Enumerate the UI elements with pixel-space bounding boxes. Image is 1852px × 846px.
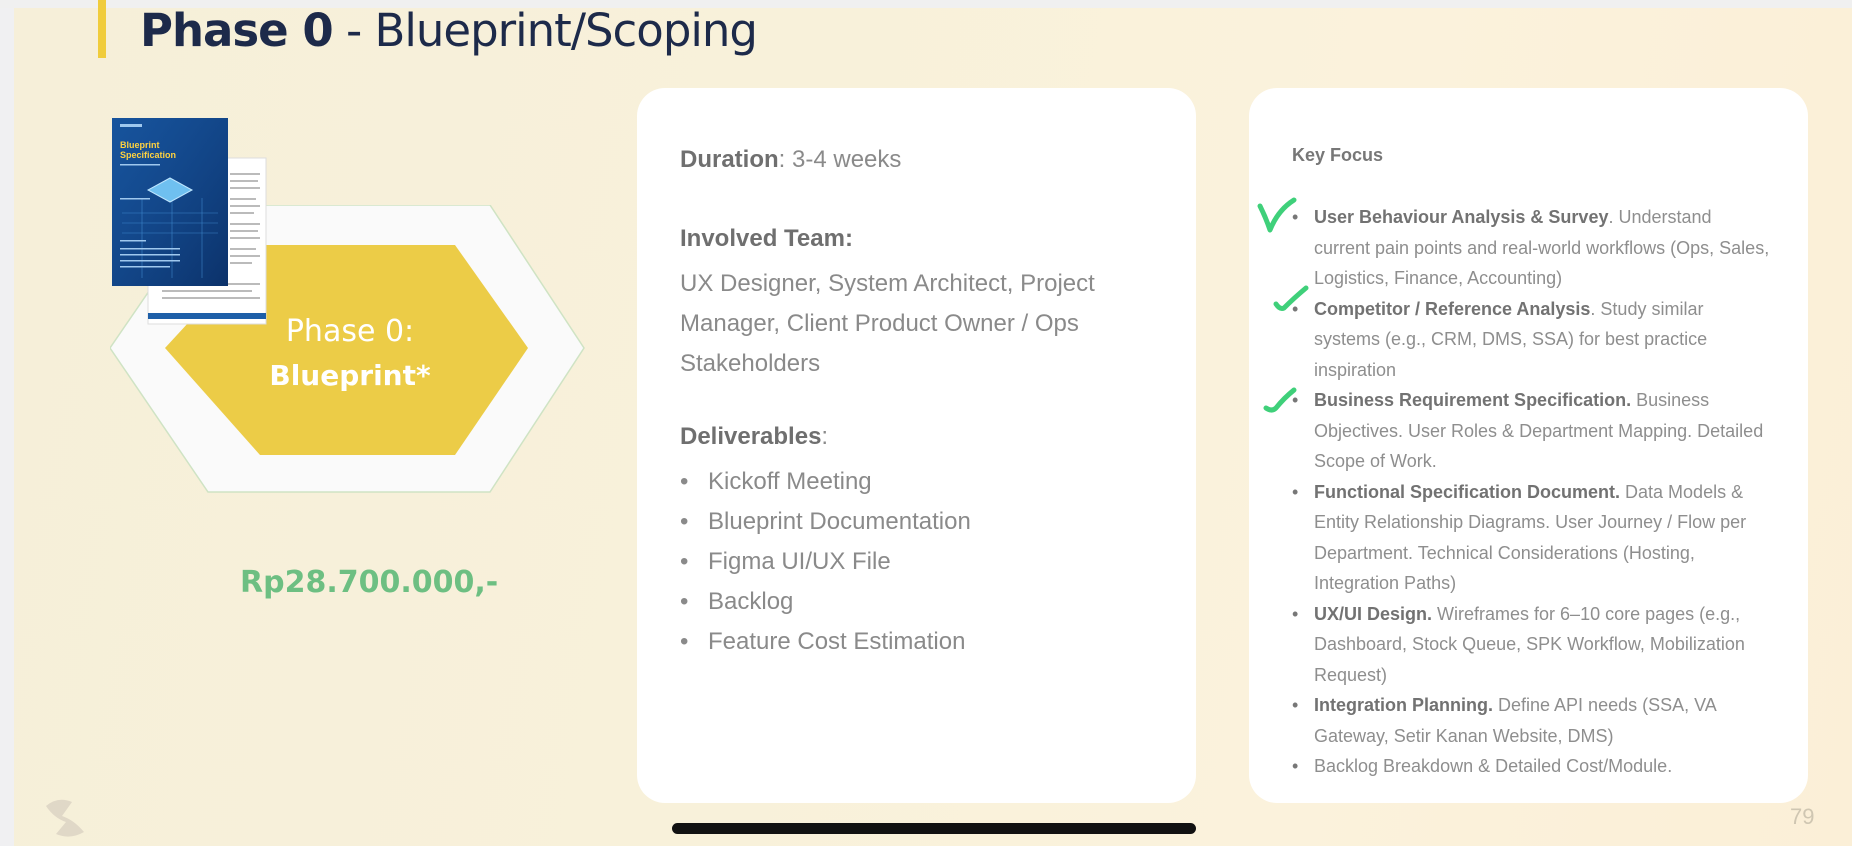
price-label: Rp28.700.000,- xyxy=(240,565,499,600)
focus-item-text: Data Models & Entity Relationship Diagra… xyxy=(1314,481,1747,594)
bullet-icon: • xyxy=(680,508,689,535)
focus-item-heading: Business Requirement Specification. xyxy=(1314,390,1632,410)
list-item: • Blueprint Documentation xyxy=(680,502,971,542)
focus-item-text: Business Objectives. User Roles & Depart… xyxy=(1314,390,1764,471)
duration-text: Duration: 3-4 weeks xyxy=(680,146,901,174)
hexagon-label-line2: Blueprint* xyxy=(269,359,431,392)
brand-logo-icon xyxy=(46,799,84,837)
bullet-icon: • xyxy=(1292,481,1299,502)
deliverable-text: Blueprint Documentation xyxy=(708,508,971,535)
hexagon-label-line1: Phase 0: xyxy=(285,314,415,349)
list-item: • Kickoff Meeting xyxy=(680,462,971,502)
checkmark-icon xyxy=(1263,387,1297,413)
bullet-icon: • xyxy=(1292,756,1299,776)
deliverables-colon: : xyxy=(821,423,829,450)
focus-item-heading: User Behaviour Analysis & Survey xyxy=(1314,207,1609,227)
focus-item-text: Define API needs (SSA, VA Gateway, Setir… xyxy=(1314,695,1716,746)
svg-text:Specification: Specification xyxy=(120,150,176,160)
bullet-icon: • xyxy=(680,548,689,575)
list-item: • User Behaviour Analysis & Survey. Under… xyxy=(1290,202,1770,294)
focus-item-heading: Functional Specification Document. xyxy=(1314,481,1621,502)
duration-label: Duration xyxy=(680,146,779,173)
title-rest: - Blueprint/Scoping xyxy=(332,4,758,57)
focus-item-text: . Understand current pain points and rea… xyxy=(1314,207,1770,288)
top-edge xyxy=(0,0,1852,8)
list-item: • Figma UI/UX File xyxy=(680,542,971,582)
focus-item-text: Backlog Breakdown & Detailed Cost/Module… xyxy=(1314,756,1673,776)
list-item: • Functional Specification Document. Data… xyxy=(1290,477,1770,599)
focus-item-text: . Study similar systems (e.g., CRM, DMS,… xyxy=(1314,298,1708,380)
focus-item-heading: Competitor / Reference Analysis xyxy=(1314,298,1591,319)
team-list: UX Designer, System Architect, Project M… xyxy=(680,270,1095,377)
deliverables-list: • Kickoff Meeting • Blueprint Documentatio… xyxy=(680,462,971,662)
bullet-icon: • xyxy=(1292,390,1299,410)
deliverables-heading: Deliverables: xyxy=(680,423,828,451)
bullet-icon: • xyxy=(1292,298,1299,319)
key-focus-title: Key Focus xyxy=(1292,145,1384,165)
list-item: • UX/UI Design. Wireframes for 6–10 core … xyxy=(1290,599,1770,691)
bullet-icon: • xyxy=(680,628,689,655)
deliverable-text: Feature Cost Estimation xyxy=(708,628,966,655)
bullet-icon: • xyxy=(680,468,689,495)
duration-value: : 3-4 weeks xyxy=(778,146,902,173)
list-item: • Backlog Breakdown & Detailed Cost/Modul… xyxy=(1290,751,1770,782)
team-heading: Involved Team: xyxy=(680,225,853,252)
left-edge xyxy=(0,0,14,846)
title-accent-bar xyxy=(98,0,106,58)
deliverable-text: Figma UI/UX File xyxy=(708,548,891,575)
list-item: • Feature Cost Estimation xyxy=(680,622,971,662)
home-indicator[interactable] xyxy=(672,823,1196,834)
details-card xyxy=(637,88,1196,803)
focus-item-heading: Integration Planning. xyxy=(1314,695,1493,715)
blueprint-document-image: Blueprint Specification xyxy=(112,118,267,325)
focus-item-heading: UX/UI Design. xyxy=(1314,603,1433,624)
deliverable-text: Backlog xyxy=(708,588,794,615)
list-item: • Business Requirement Specification. Bus… xyxy=(1290,385,1770,477)
bullet-icon: • xyxy=(1292,207,1299,227)
hexagon-label: Phase 0: Blueprint* xyxy=(215,310,485,398)
bullet-icon: • xyxy=(1292,603,1299,624)
list-item: • Backlog xyxy=(680,582,971,622)
svg-text:Blueprint: Blueprint xyxy=(120,140,160,150)
key-focus-card xyxy=(1249,88,1808,803)
checkmark-icon xyxy=(1257,197,1297,233)
checkmark-icon xyxy=(1273,285,1309,311)
document-cover-emblem xyxy=(146,177,194,203)
bullet-icon: • xyxy=(680,588,689,615)
list-item: • Competitor / Reference Analysis. Study … xyxy=(1290,294,1770,386)
deliverable-text: Kickoff Meeting xyxy=(708,468,872,495)
list-item: • Integration Planning. Define API needs … xyxy=(1290,690,1770,751)
key-focus-list: • User Behaviour Analysis & Survey. Under… xyxy=(1290,202,1770,782)
deliverables-label: Deliverables xyxy=(680,423,822,450)
slide-title: Phase 0 - Blueprint/Scoping xyxy=(140,4,758,57)
focus-item-text: Wireframes for 6–10 core pages (e.g., Da… xyxy=(1314,603,1745,685)
title-bold: Phase 0 xyxy=(140,4,334,57)
page-number: 79 xyxy=(1790,804,1815,829)
bullet-icon: • xyxy=(1292,695,1299,715)
